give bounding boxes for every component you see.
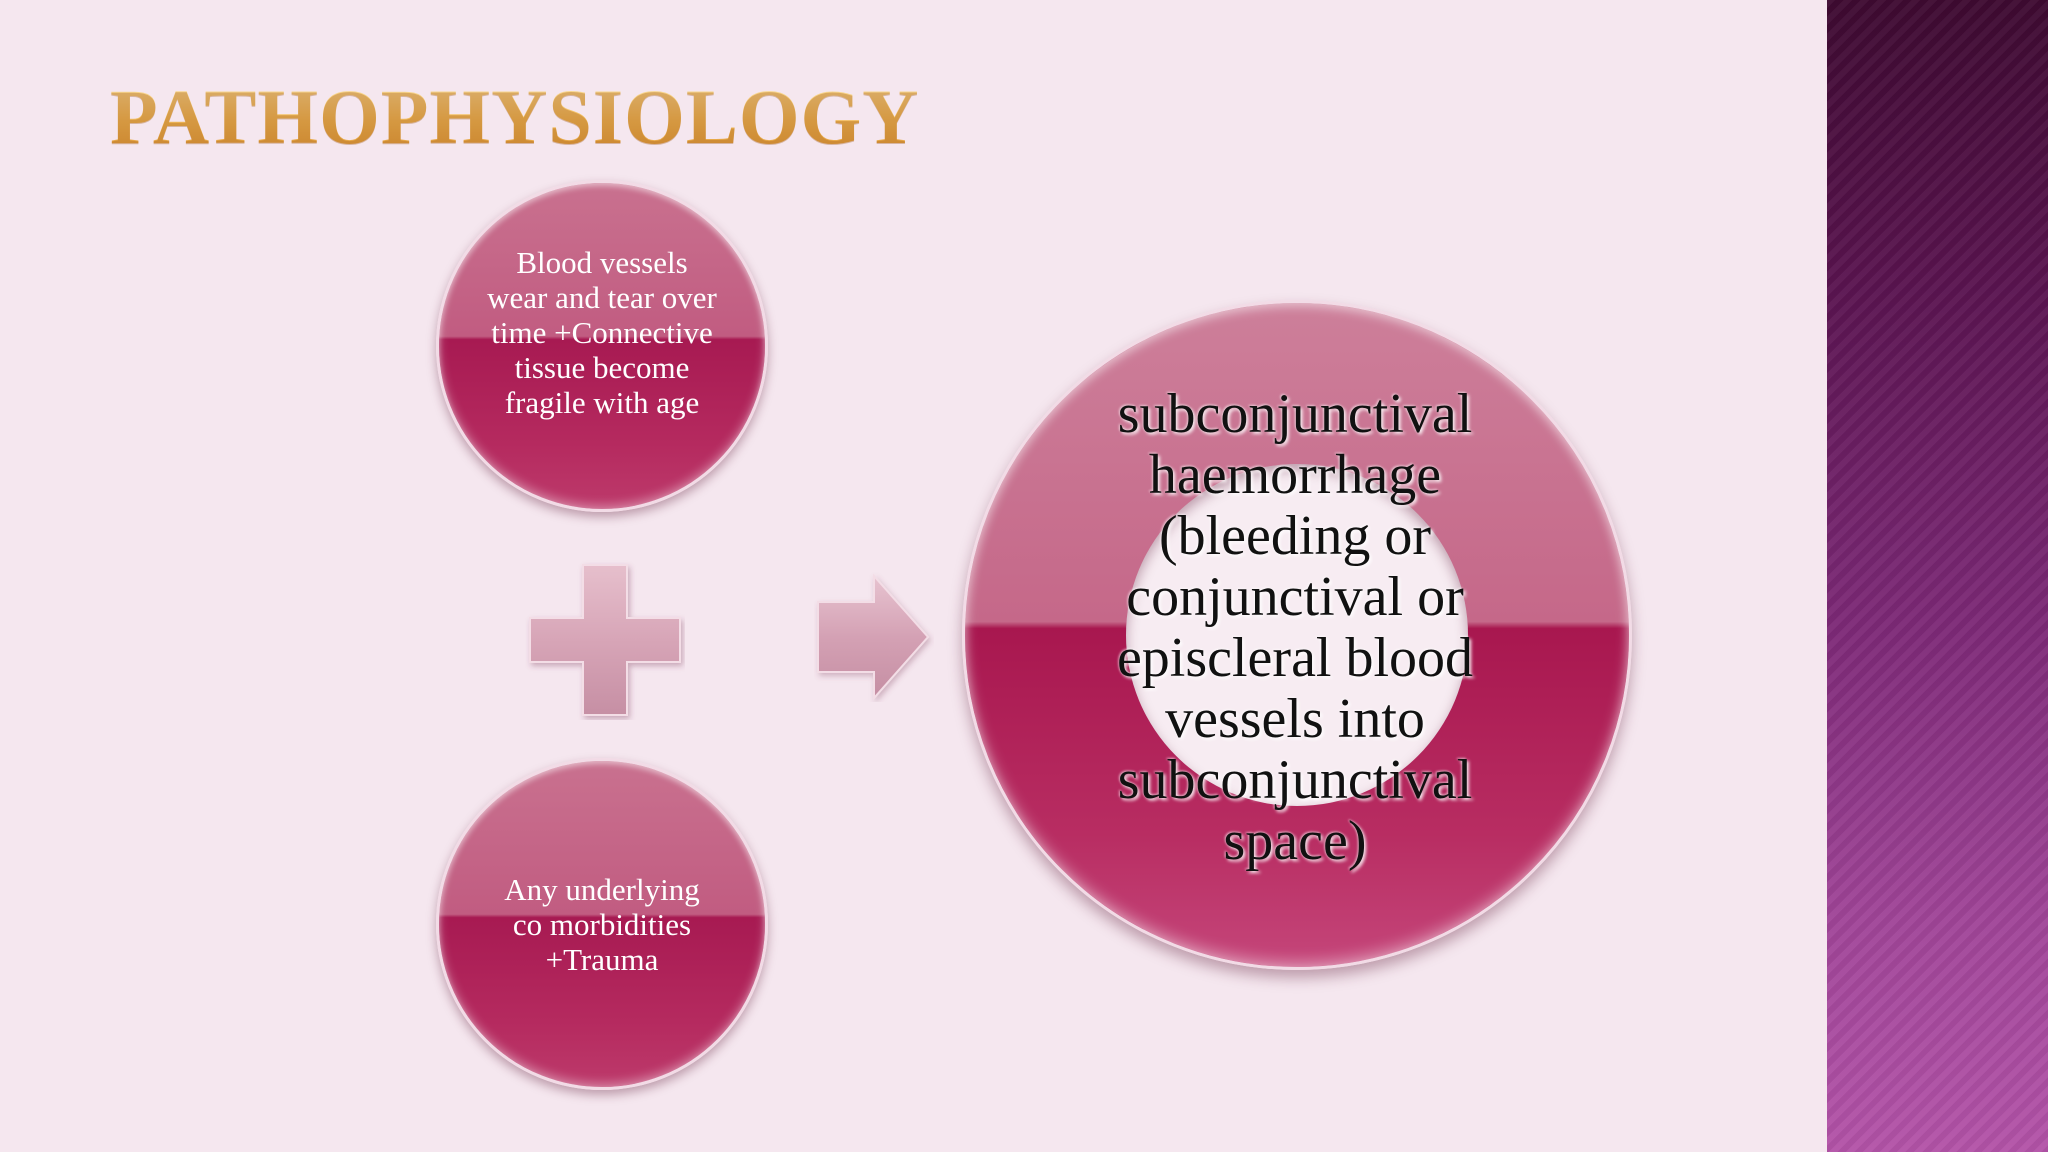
cause-bubble-comorbidities-text: Any underlying co morbidities +Trauma: [504, 871, 700, 977]
decorative-side-panel: [1827, 0, 2048, 1152]
arrow-right-icon: [817, 573, 930, 701]
plus-icon: [529, 564, 681, 716]
result-ring: [962, 300, 1632, 970]
cause-bubble-comorbidities: Any underlying co morbidities +Trauma: [436, 758, 768, 1090]
cause-bubble-aging: Blood vessels wear and tear over time +C…: [436, 180, 768, 512]
slide: PATHOPHYSIOLOGY Blood vessels wear and t…: [110, 73, 1632, 1090]
result-text: subconjunctival haemorrhage (bleeding or…: [1116, 383, 1474, 872]
cause-bubble-aging-text: Blood vessels wear and tear over time +C…: [487, 244, 717, 420]
slide-title: PATHOPHYSIOLOGY: [110, 73, 920, 160]
result-ring-center: [1126, 464, 1468, 806]
